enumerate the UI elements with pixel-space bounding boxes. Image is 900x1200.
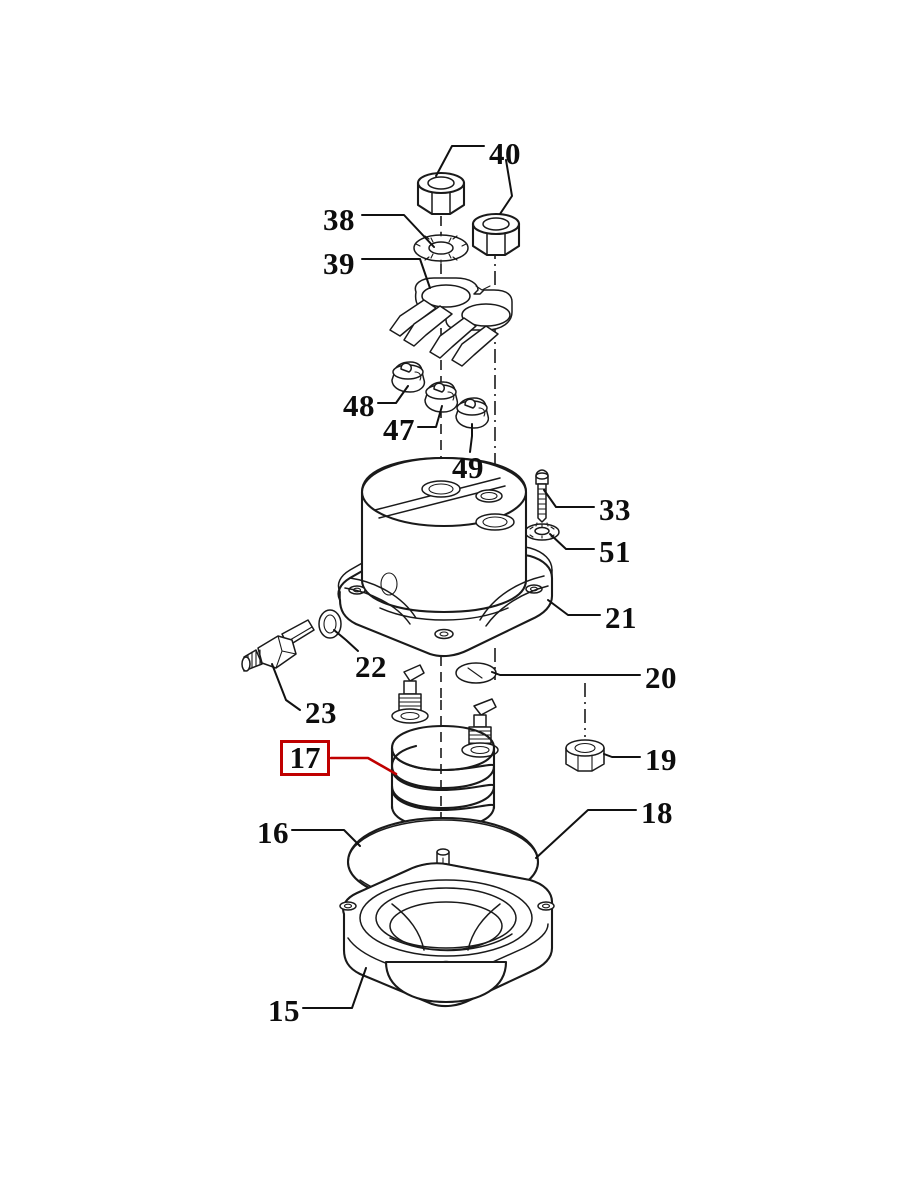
terminal-post-left [391, 664, 429, 724]
callout-40: 40 [489, 136, 521, 171]
callout-51: 51 [599, 534, 631, 569]
callout-15: 15 [268, 993, 300, 1028]
part-15-lower-housing-cover [339, 862, 555, 1008]
callout-19: 19 [645, 742, 677, 777]
part-49-terminal-boot-right [455, 397, 490, 429]
callout-18: 18 [641, 795, 673, 830]
part-23-threaded-inlet-fitting [241, 619, 315, 672]
callout-23: 23 [305, 695, 337, 730]
part-20-flat-washer [455, 662, 497, 684]
part-40-hex-nut-upper [416, 171, 466, 216]
callout-47: 47 [383, 412, 415, 447]
part-38-lock-washer-star [413, 231, 469, 265]
callout-38: 38 [323, 202, 355, 237]
callout-16: 16 [257, 815, 289, 850]
callout-20: 20 [645, 660, 677, 695]
part-51-sealing-washer [524, 522, 560, 541]
callout-21: 21 [605, 600, 637, 635]
part-33-hex-bolt [535, 469, 549, 523]
callout-39: 39 [323, 246, 355, 281]
terminal-post-right [461, 698, 499, 758]
part-48-terminal-boot-left [391, 361, 426, 393]
part-19-hex-nut-lower [565, 739, 605, 772]
part-39-terminal-bracket-plate [389, 277, 513, 367]
part-47-terminal-boot-center [424, 381, 459, 413]
highlight-leader-17 [329, 756, 398, 776]
part-21-main-body-housing [337, 456, 554, 658]
leader-lines [271, 145, 641, 1009]
callout-48: 48 [343, 388, 375, 423]
callout-49: 49 [452, 450, 484, 485]
highlighted-callout-17[interactable]: 17 [280, 740, 330, 776]
callout-33: 33 [599, 492, 631, 527]
part-40-hex-nut-upper-2 [471, 212, 521, 257]
callout-22: 22 [355, 649, 387, 684]
